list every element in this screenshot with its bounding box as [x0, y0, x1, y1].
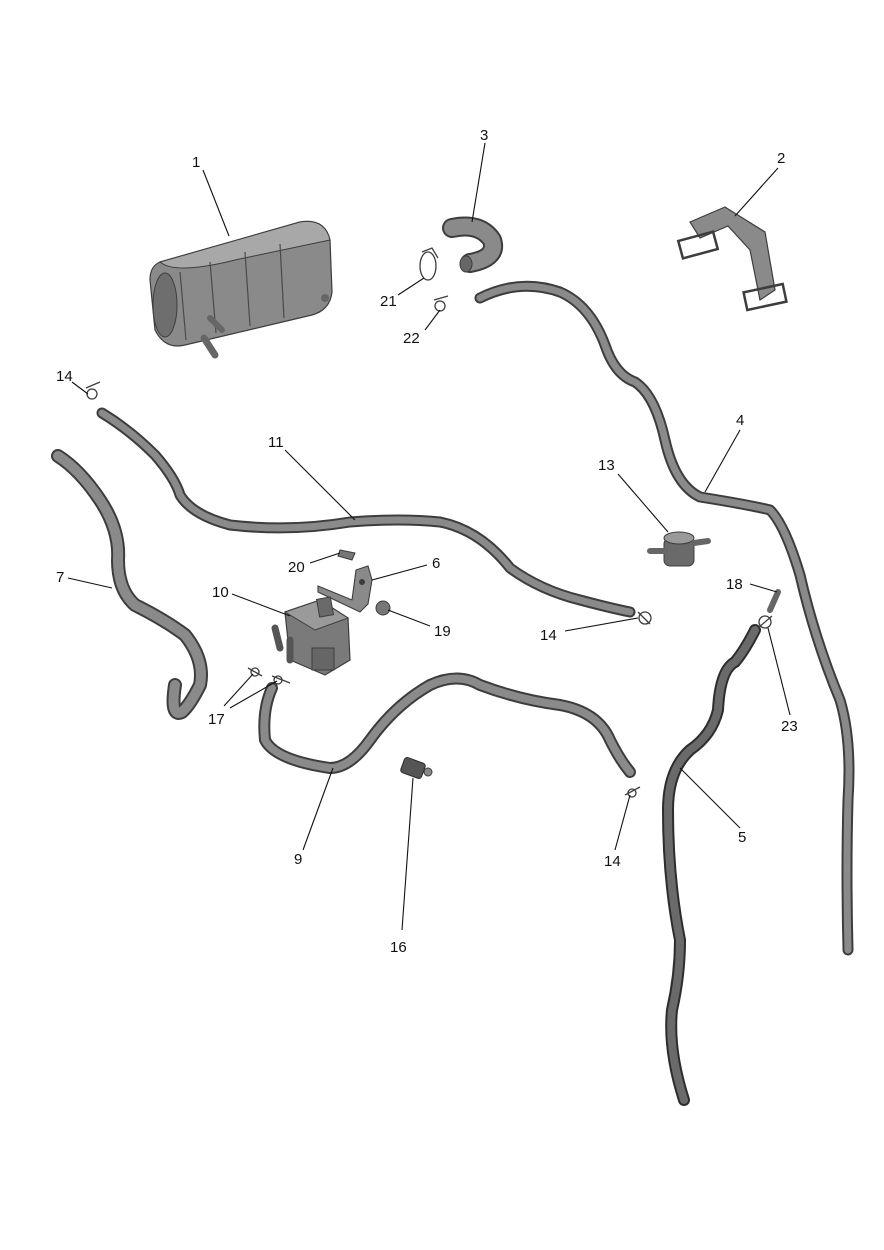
callout-9: 9 — [294, 851, 302, 868]
callout-23: 23 — [781, 718, 798, 735]
part-4-long-hose — [474, 280, 855, 956]
callout-10: 10 — [212, 584, 229, 601]
part-19-knob — [375, 600, 391, 616]
callout-22: 22 — [403, 330, 420, 347]
callout-14-bottom: 14 — [604, 853, 621, 870]
clamp-17-b — [271, 675, 291, 685]
clamp-23 — [757, 615, 773, 629]
part-7-hose — [51, 449, 208, 720]
callout-19: 19 — [434, 623, 451, 640]
callout-5: 5 — [738, 829, 746, 846]
part-13-fitting — [647, 531, 711, 567]
callout-3: 3 — [480, 127, 488, 144]
part-9-hose — [258, 672, 636, 778]
callout-1: 1 — [192, 154, 200, 171]
callout-18: 18 — [726, 576, 743, 593]
callout-11: 11 — [268, 434, 284, 451]
callout-4: 4 — [736, 412, 744, 429]
clamp-21 — [419, 247, 439, 281]
callout-14-top-left: 14 — [56, 368, 73, 385]
callout-17: 17 — [208, 711, 225, 728]
clamp-14-middle — [637, 611, 652, 625]
clamp-14-bottom — [624, 786, 641, 798]
clamp-17-a — [247, 667, 263, 677]
part-20-clip — [337, 549, 356, 561]
leader-lines — [67, 142, 791, 931]
part-5-hose — [662, 624, 761, 1106]
callout-16: 16 — [390, 939, 407, 956]
callout-20: 20 — [288, 559, 305, 576]
part-16-connector — [400, 757, 433, 779]
part-2-strap — [676, 206, 788, 312]
part-10-valve — [271, 596, 351, 676]
callout-21: 21 — [380, 293, 397, 310]
callout-13: 13 — [598, 457, 615, 474]
part-3-elbow-hose — [442, 216, 503, 273]
callout-14-middle: 14 — [540, 627, 557, 644]
part-1-canister — [149, 220, 333, 359]
clamp-22 — [433, 295, 449, 312]
callout-6: 6 — [432, 555, 440, 572]
part-18-fitting — [767, 589, 781, 613]
part-11-hose — [96, 407, 636, 618]
clamp-14-top-left — [85, 381, 101, 400]
callout-2: 2 — [777, 150, 785, 167]
callout-7: 7 — [56, 569, 64, 586]
callout-labels: 1 2 3 4 5 6 7 9 10 11 13 14 14 14 16 17 … — [56, 127, 798, 956]
clamps — [85, 247, 773, 798]
